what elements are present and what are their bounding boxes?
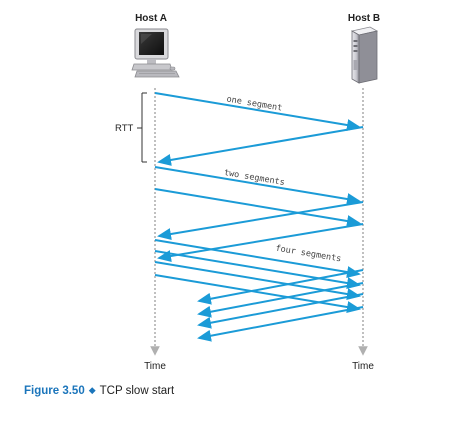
rtt-bracket — [137, 92, 147, 163]
segment-4a-arrow — [154, 239, 361, 278]
figure-caption: Figure 3.50◆TCP slow start — [24, 385, 174, 397]
ack-4a-arrow — [197, 269, 364, 305]
host-a-label: Host A — [135, 13, 167, 24]
ack-4b-arrow — [197, 282, 364, 318]
segment-2a-arrow — [154, 166, 361, 205]
server-tower-icon — [350, 26, 379, 84]
segment-1-arrow — [154, 92, 361, 131]
segment-2b-arrow — [154, 188, 361, 227]
host-b-time-label: Time — [352, 361, 374, 372]
figure-number: Figure 3.50 — [24, 385, 85, 397]
host-b-label: Host B — [348, 13, 380, 24]
ack-4d-arrow — [197, 306, 364, 342]
segment-arrows — [154, 92, 364, 342]
two-segments-label: two segments — [223, 168, 285, 188]
ack-1-arrow — [157, 126, 364, 166]
one-segment-label: one segment — [226, 94, 283, 113]
desktop-computer-icon — [131, 28, 180, 78]
segment-4b-arrow — [154, 250, 361, 289]
segment-4d-arrow — [154, 274, 361, 313]
ack-2b-arrow — [157, 223, 364, 262]
ack-2a-arrow — [157, 201, 364, 240]
host-a-time-label: Time — [144, 361, 166, 372]
ack-4c-arrow — [197, 293, 364, 329]
rtt-label: RTT — [115, 123, 133, 134]
caption-bullet-icon: ◆ — [88, 385, 96, 395]
figure-title: TCP slow start — [99, 385, 175, 397]
